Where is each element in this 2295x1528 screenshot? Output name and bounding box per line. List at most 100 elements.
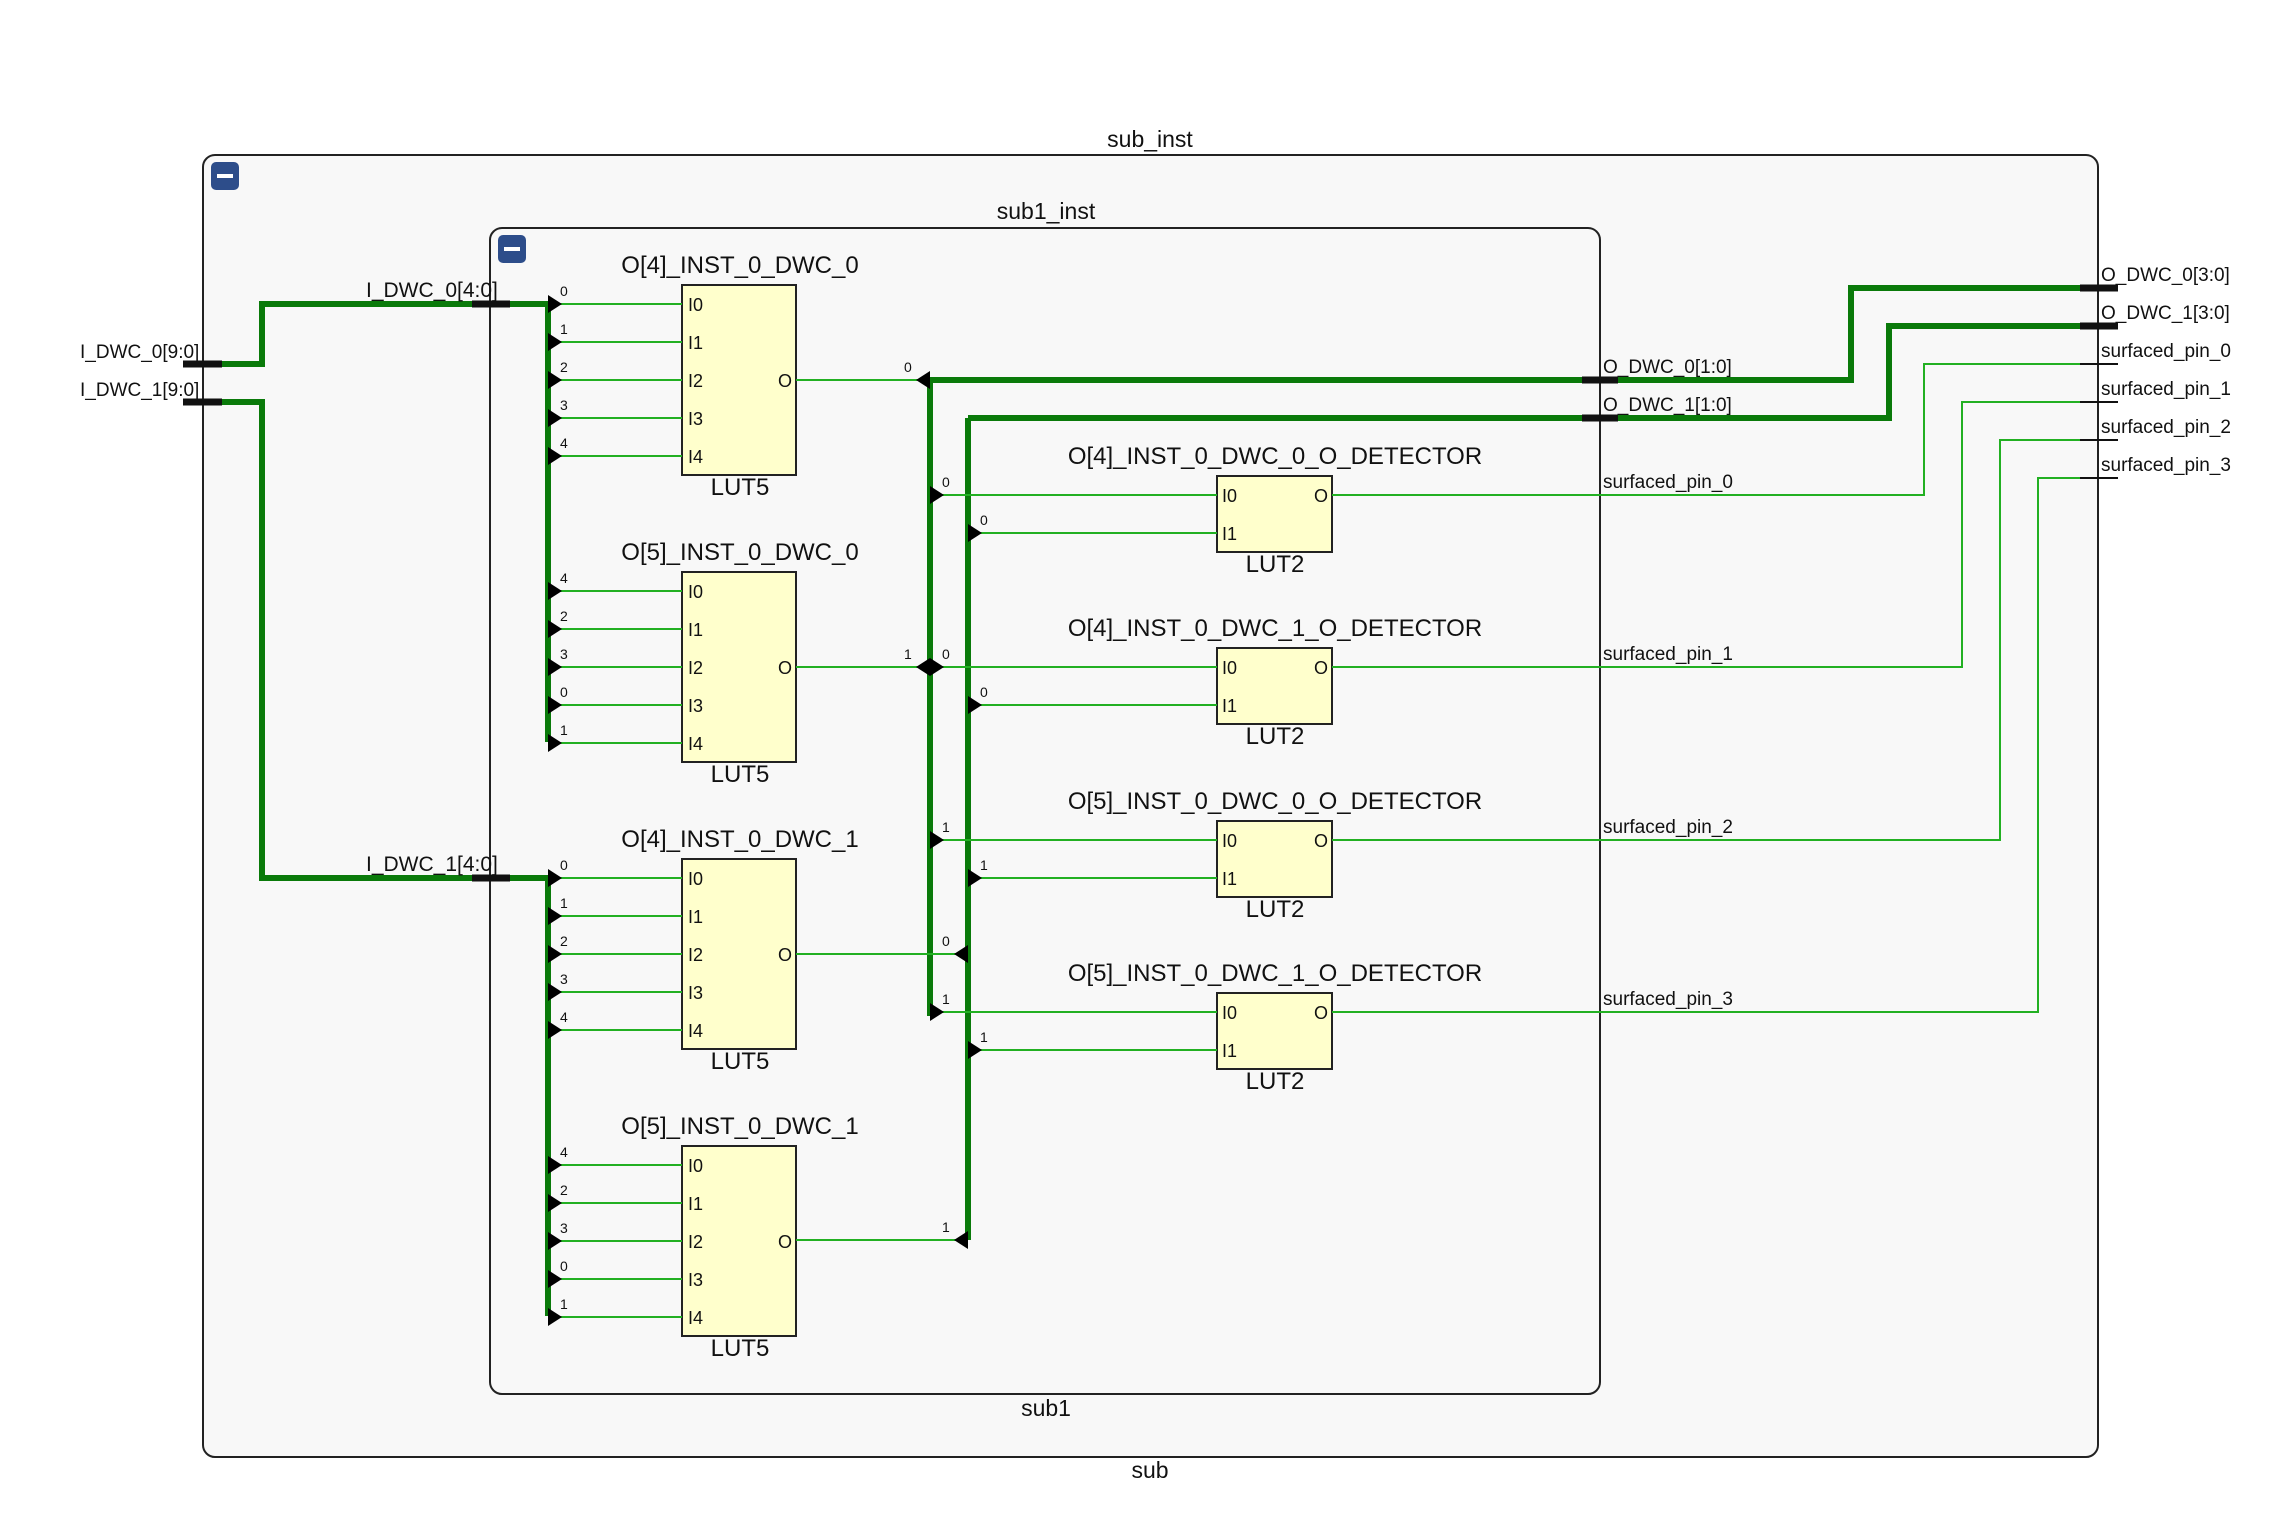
bus-ripper-arrow <box>968 1041 982 1059</box>
inner-output-port-label: surfaced_pin_2 <box>1603 817 1733 838</box>
output-port-label: O_DWC_0[3:0] <box>2101 265 2230 286</box>
bit-index-label: 0 <box>560 283 568 299</box>
pin-label: I4 <box>688 447 703 467</box>
bus-o-dwc-1[interactable] <box>965 323 2118 1240</box>
bit-index-label: 3 <box>560 397 568 413</box>
lut2-body[interactable] <box>1216 992 1333 1070</box>
inner-input-port-label: I_DWC_1[4:0] <box>366 853 498 876</box>
output-port-label: O_DWC_1[3:0] <box>2101 303 2230 324</box>
bit-index-label: 3 <box>560 1220 568 1236</box>
bit-index-label: 3 <box>560 646 568 662</box>
lut5-body[interactable] <box>681 284 797 476</box>
bus-ripper-arrow <box>548 1270 562 1288</box>
bus-ripper-arrow <box>548 409 562 427</box>
pin-label: I0 <box>688 1156 703 1176</box>
pin-label: I0 <box>1222 831 1237 851</box>
detector-cells: O[4]_INST_0_DWC_0_O_DETECTORLUT20I00I1OO… <box>930 443 1482 1095</box>
cell-name-label: O[4]_INST_0_DWC_0 <box>621 252 858 279</box>
pin-label: I1 <box>1222 524 1237 544</box>
pin-label: I0 <box>1222 486 1237 506</box>
cell-name-label: O[5]_INST_0_DWC_0 <box>621 539 858 566</box>
bit-index-label: 0 <box>980 684 988 700</box>
bus-ripper-arrow <box>930 831 944 849</box>
bus-ripper-arrow <box>548 295 562 313</box>
cell-type-label: LUT2 <box>1246 1068 1305 1095</box>
output-port-label: surfaced_pin_2 <box>2101 417 2231 438</box>
lut2-body[interactable] <box>1216 475 1333 553</box>
inner-instance-label: sub1_inst <box>997 198 1096 224</box>
bit-index-label: 2 <box>560 359 568 375</box>
bus-ripper-arrow <box>548 447 562 465</box>
bit-index-label: 0 <box>942 474 950 490</box>
pin-label: I0 <box>688 582 703 602</box>
cell-type-label: LUT2 <box>1246 551 1305 578</box>
bus-ripper-arrow <box>930 486 944 504</box>
bus-merge-arrow <box>916 371 930 389</box>
bit-index-label: 3 <box>560 971 568 987</box>
output-pin-label: O <box>778 658 792 678</box>
inner-module-label: sub1 <box>1021 1395 1071 1421</box>
inner-output-port-label: surfaced_pin_1 <box>1603 644 1733 665</box>
wire-surfaced-pin-1[interactable] <box>1332 401 2098 668</box>
lut2-body[interactable] <box>1216 647 1333 725</box>
top-input-ports: I_DWC_0[9:0] I_DWC_1[9:0] <box>80 342 222 406</box>
bit-index-label: 1 <box>560 895 568 911</box>
wire-surfaced-pin-2[interactable] <box>1332 439 2098 841</box>
inner-output-port-label: surfaced_pin_3 <box>1603 989 1733 1010</box>
wire-surfaced-pin-0[interactable] <box>1332 363 2098 496</box>
pin-label: I1 <box>1222 1041 1237 1061</box>
bit-index-label: 1 <box>942 819 950 835</box>
output-port-label: surfaced_pin_1 <box>2101 379 2231 400</box>
bus-ripper-arrow <box>548 734 562 752</box>
bus-i-dwc-1[interactable] <box>222 399 510 881</box>
pin-label: I4 <box>688 1308 703 1328</box>
output-pin-label: O <box>778 945 792 965</box>
inner-input-port-label: I_DWC_0[4:0] <box>366 279 498 302</box>
outer-instance-label: sub_inst <box>1107 126 1193 152</box>
bit-index-label: 0 <box>942 646 950 662</box>
wire-surfaced-pin-3[interactable] <box>1332 477 2098 1013</box>
collapse-inner-button[interactable] <box>498 235 526 263</box>
bit-index-label: 2 <box>560 608 568 624</box>
pin-label: I4 <box>688 1021 703 1041</box>
bus-ripper-arrow <box>548 333 562 351</box>
bus-tap-index: 0 <box>942 933 950 949</box>
lut5-body[interactable] <box>681 571 797 763</box>
pin-label: I2 <box>688 658 703 678</box>
inner-input-ports: I_DWC_0[4:0] I_DWC_1[4:0] <box>366 279 510 882</box>
lut5-body[interactable] <box>681 858 797 1050</box>
bit-index-label: 4 <box>560 1009 568 1025</box>
output-pin-label: O <box>1314 831 1328 851</box>
bit-index-label: 0 <box>560 857 568 873</box>
bus-ripper-arrow <box>548 620 562 638</box>
output-pin-label: O <box>1314 658 1328 678</box>
pin-label: I1 <box>1222 869 1237 889</box>
cell-type-label: LUT5 <box>711 1335 770 1362</box>
bus-ripper-arrow <box>548 371 562 389</box>
pin-label: I2 <box>688 1232 703 1252</box>
pin-label: I0 <box>1222 658 1237 678</box>
output-pin-label: O <box>1314 1003 1328 1023</box>
bus-tap-index: 0 <box>904 359 912 375</box>
bus-ripper-arrow <box>548 696 562 714</box>
cell-name-label: O[5]_INST_0_DWC_1_O_DETECTOR <box>1068 960 1482 987</box>
pin-label: I2 <box>688 371 703 391</box>
pin-label: I1 <box>688 907 703 927</box>
bit-index-label: 0 <box>980 512 988 528</box>
bus-i-dwc-0[interactable] <box>222 301 510 367</box>
collapse-outer-button[interactable] <box>211 162 239 190</box>
bus-ripper-arrow <box>548 658 562 676</box>
cell-type-label: LUT5 <box>711 474 770 501</box>
lut2-body[interactable] <box>1216 820 1333 898</box>
bit-index-label: 4 <box>560 1144 568 1160</box>
top-output-ports: O_DWC_0[3:0] O_DWC_1[3:0] surfaced_pin_0… <box>2080 265 2231 479</box>
